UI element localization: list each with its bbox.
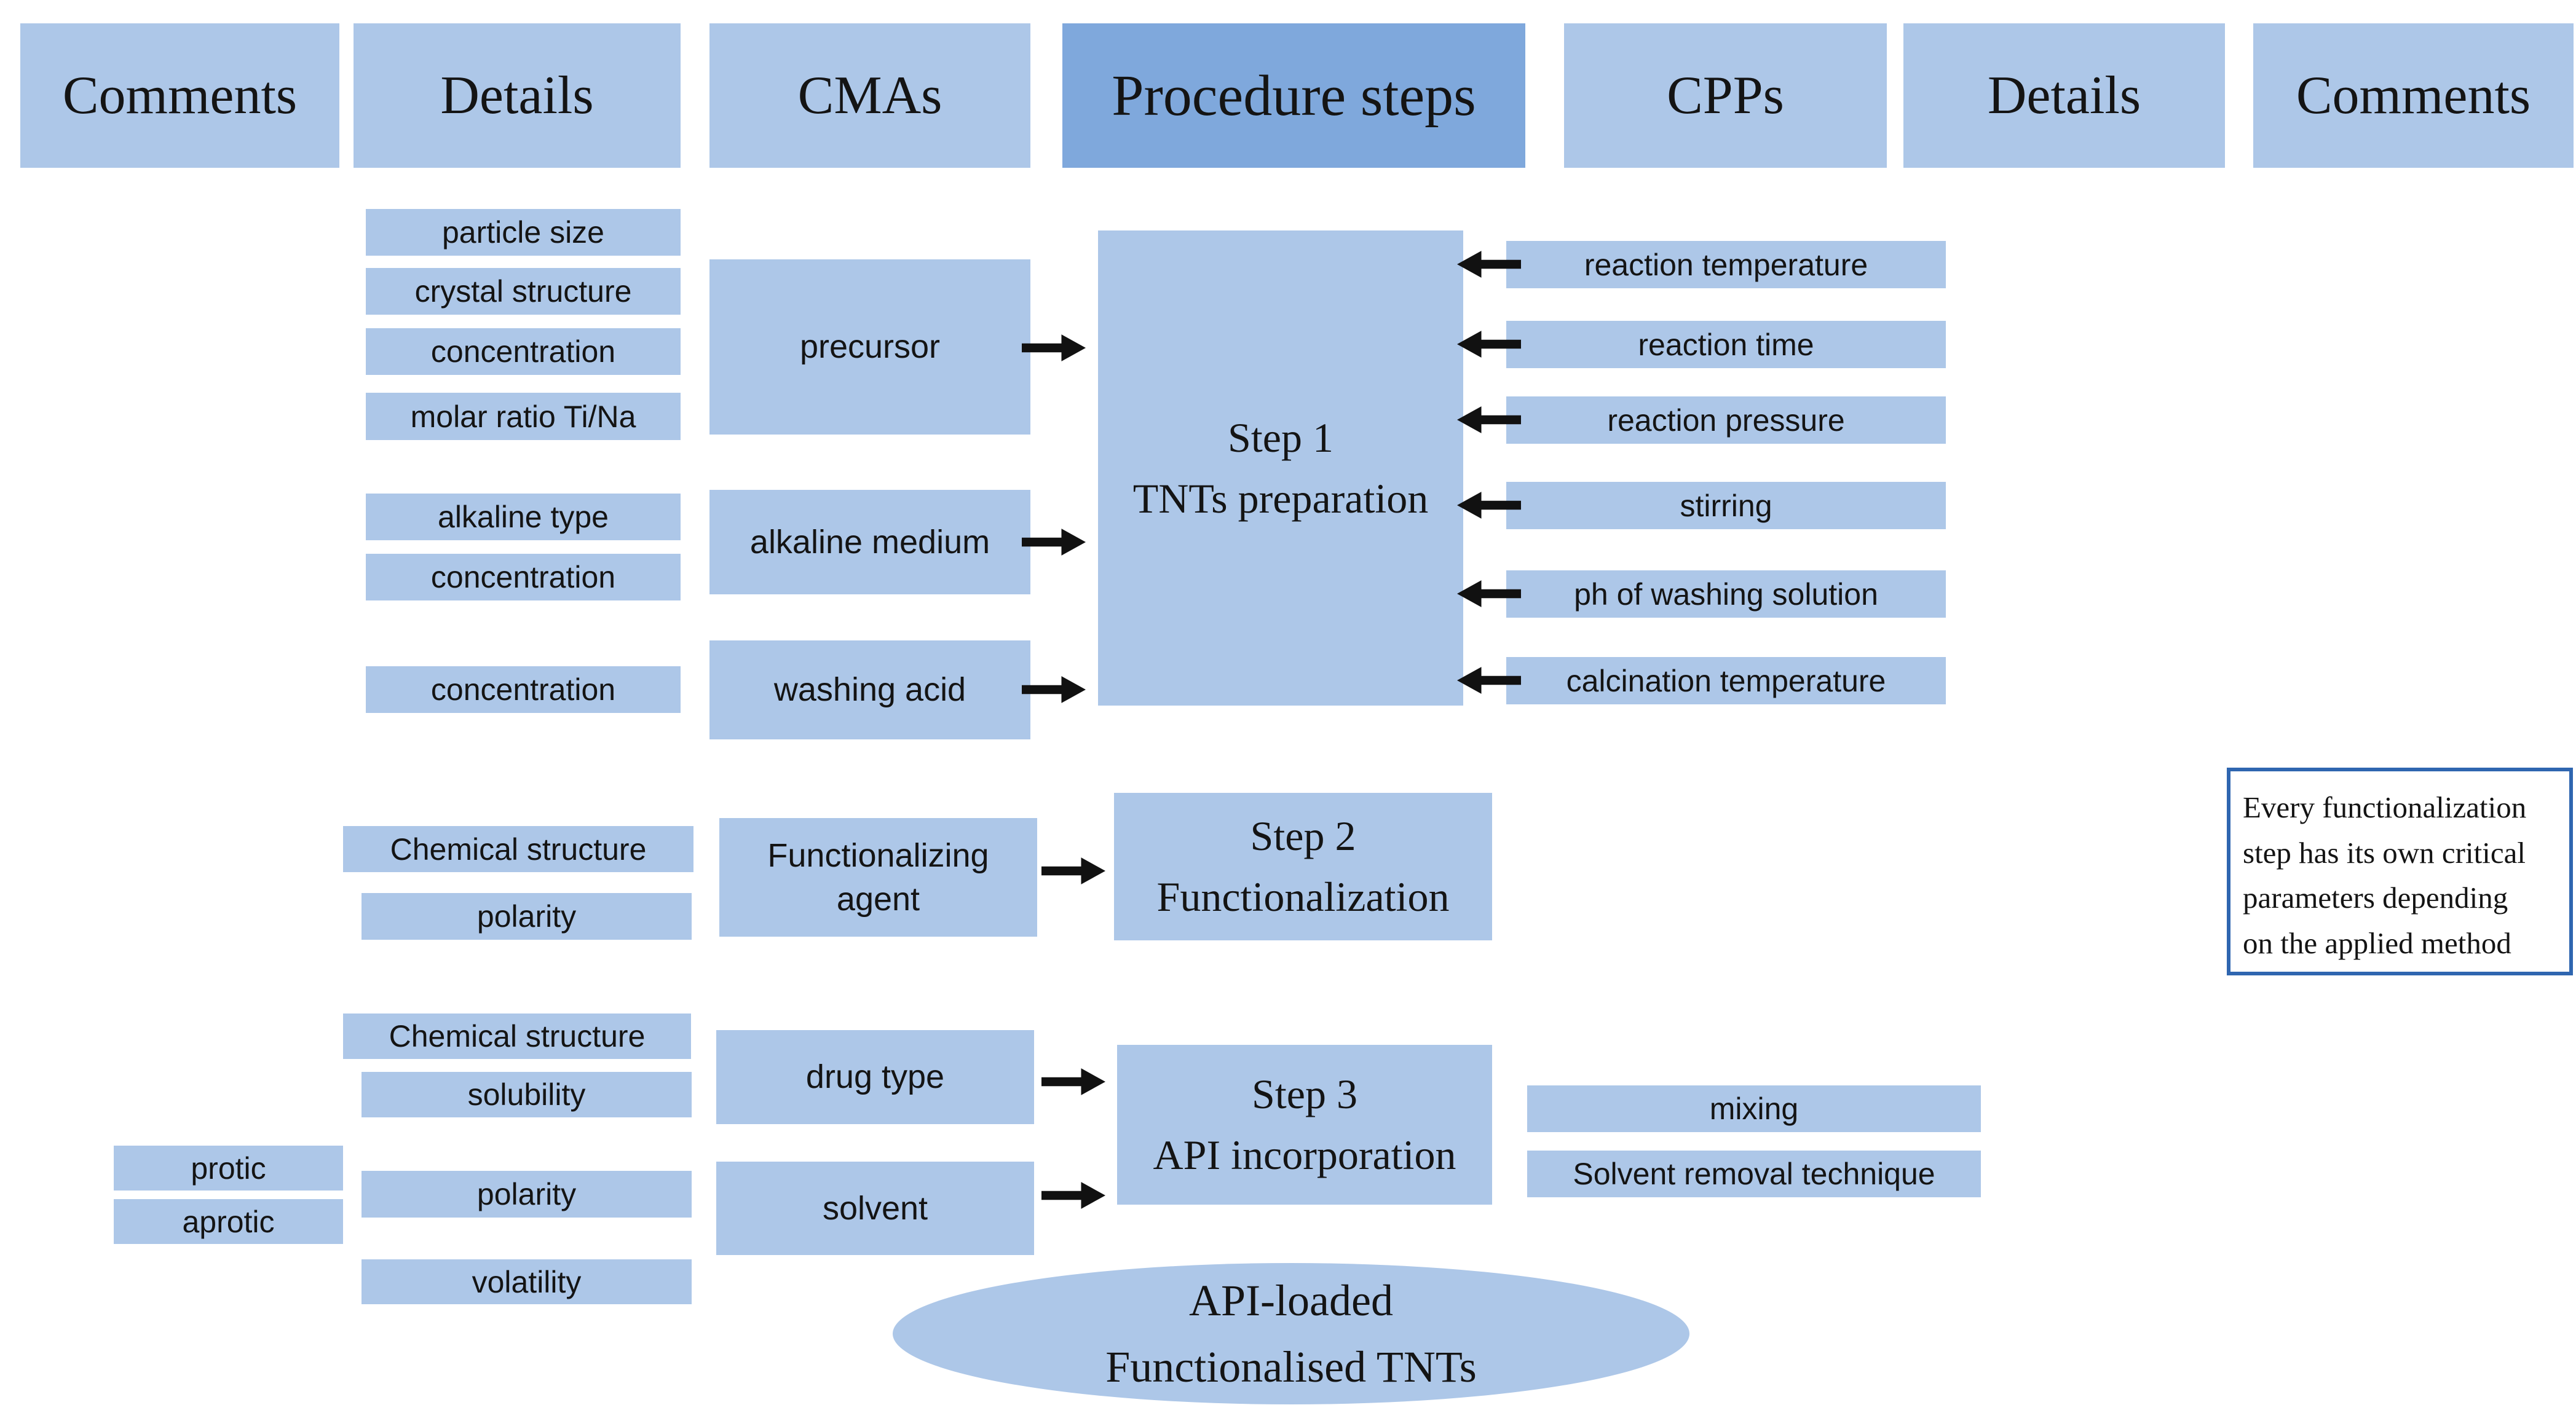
step2-box: Step 2 Functionalization <box>1114 793 1492 940</box>
result-line1: API-loaded <box>1189 1276 1393 1325</box>
comment-functionalization-note: Every functionalization step has its own… <box>2227 768 2573 975</box>
result-line2: Functionalised TNTs <box>1105 1342 1477 1391</box>
header-procedure-steps: Procedure steps <box>1062 23 1525 168</box>
arrow-stirring-to-step1-icon <box>1457 489 1521 521</box>
comment-aprotic: aprotic <box>114 1199 343 1244</box>
step3-title-line1: Step 3 <box>1252 1071 1357 1118</box>
cpp-reaction-time: reaction time <box>1506 321 1946 368</box>
arrow-calcination-temperature-to-step1-icon <box>1457 664 1521 696</box>
step1-title-line1: Step 1 <box>1228 414 1333 461</box>
step3-title-line2: API incorporation <box>1153 1132 1456 1178</box>
detail-concentration-washing-acid: concentration <box>366 666 681 713</box>
detail-polarity-solvent: polarity <box>362 1171 692 1218</box>
cpp-stirring: stirring <box>1506 482 1946 529</box>
step2-title-line2: Functionalization <box>1156 873 1450 920</box>
detail-concentration-precursor: concentration <box>366 328 681 375</box>
step2-title-line1: Step 2 <box>1250 813 1356 860</box>
cpp-reaction-temperature: reaction temperature <box>1506 241 1946 288</box>
cma-washing-acid: washing acid <box>709 640 1030 739</box>
step3-box: Step 3 API incorporation <box>1117 1045 1492 1205</box>
detail-concentration-alkaline: concentration <box>366 554 681 600</box>
arrow-alkaline-medium-to-step1-icon <box>1022 526 1086 558</box>
cma-drug-type: drug type <box>716 1030 1034 1124</box>
step1-box: Step 1 TNTs preparation <box>1098 230 1463 706</box>
detail-polarity-agent: polarity <box>362 893 692 940</box>
detail-alkaline-type: alkaline type <box>366 494 681 540</box>
header-cpps: CPPs <box>1564 23 1887 168</box>
detail-particle-size: particle size <box>366 209 681 256</box>
note-line-1: Every functionalization <box>2243 790 2527 824</box>
arrow-drug-type-to-step3-icon <box>1041 1066 1105 1098</box>
detail-crystal-structure: crystal structure <box>366 268 681 315</box>
detail-solubility: solubility <box>362 1072 692 1117</box>
header-cmas: CMAs <box>709 23 1030 168</box>
arrow-functionalizing-agent-to-step2-icon <box>1041 855 1105 887</box>
arrow-ph-washing-solution-to-step1-icon <box>1457 578 1521 610</box>
result-ellipse: API-loaded Functionalised TNTs <box>893 1263 1689 1404</box>
header-comments-left: Comments <box>20 23 339 168</box>
detail-chemical-structure-drug: Chemical structure <box>343 1014 691 1059</box>
header-details-right: Details <box>1903 23 2225 168</box>
cpp-mixing: mixing <box>1527 1085 1981 1132</box>
arrow-washing-acid-to-step1-icon <box>1022 674 1086 706</box>
cma-precursor: precursor <box>709 259 1030 435</box>
header-details-left: Details <box>354 23 681 168</box>
arrow-reaction-temperature-to-step1-icon <box>1457 248 1521 280</box>
step1-title-line2: TNTs preparation <box>1132 474 1429 522</box>
arrow-reaction-pressure-to-step1-icon <box>1457 404 1521 436</box>
arrow-reaction-time-to-step1-icon <box>1457 328 1521 360</box>
cma-solvent: solvent <box>716 1162 1034 1255</box>
cpp-ph-washing-solution: ph of washing solution <box>1506 570 1946 618</box>
detail-molar-ratio-ti-na: molar ratio Ti/Na <box>366 393 681 440</box>
note-line-2: step has its own critical <box>2243 835 2526 870</box>
detail-chemical-structure-agent: Chemical structure <box>343 826 693 872</box>
detail-volatility: volatility <box>362 1259 692 1304</box>
comment-protic: protic <box>114 1146 343 1191</box>
header-comments-right: Comments <box>2253 23 2574 168</box>
cma-functionalizing-agent: Functionalizing agent <box>719 818 1037 937</box>
cpp-reaction-pressure: reaction pressure <box>1506 396 1946 444</box>
cma-alkaline-medium: alkaline medium <box>709 490 1030 594</box>
note-line-4: on the applied method <box>2243 926 2511 960</box>
note-line-3: parameters depending <box>2243 881 2508 915</box>
arrow-precursor-to-step1-icon <box>1022 332 1086 364</box>
arrow-solvent-to-step3-icon <box>1041 1179 1105 1211</box>
cpp-solvent-removal-technique: Solvent removal technique <box>1527 1151 1981 1197</box>
cpp-calcination-temperature: calcination temperature <box>1506 657 1946 704</box>
